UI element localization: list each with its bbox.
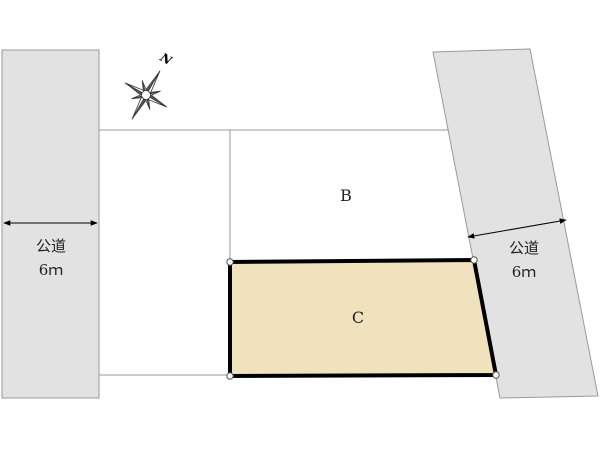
right-road-width-arrow bbox=[467, 218, 567, 239]
left-road-name: 公道 bbox=[36, 237, 66, 255]
left-road-width: 6ｍ bbox=[39, 261, 64, 279]
north-letter: N bbox=[157, 50, 175, 69]
lot-boundaries bbox=[99, 129, 449, 376]
north-compass-rose-icon bbox=[125, 70, 167, 120]
right-road-name: 公道 bbox=[509, 239, 539, 257]
right-road-width: 6ｍ bbox=[512, 263, 537, 281]
lot-c-label: C bbox=[352, 308, 364, 327]
lot-b-label: B bbox=[340, 186, 352, 205]
plot-c-corner-markers bbox=[226, 256, 500, 380]
left-public-road bbox=[1, 49, 100, 399]
